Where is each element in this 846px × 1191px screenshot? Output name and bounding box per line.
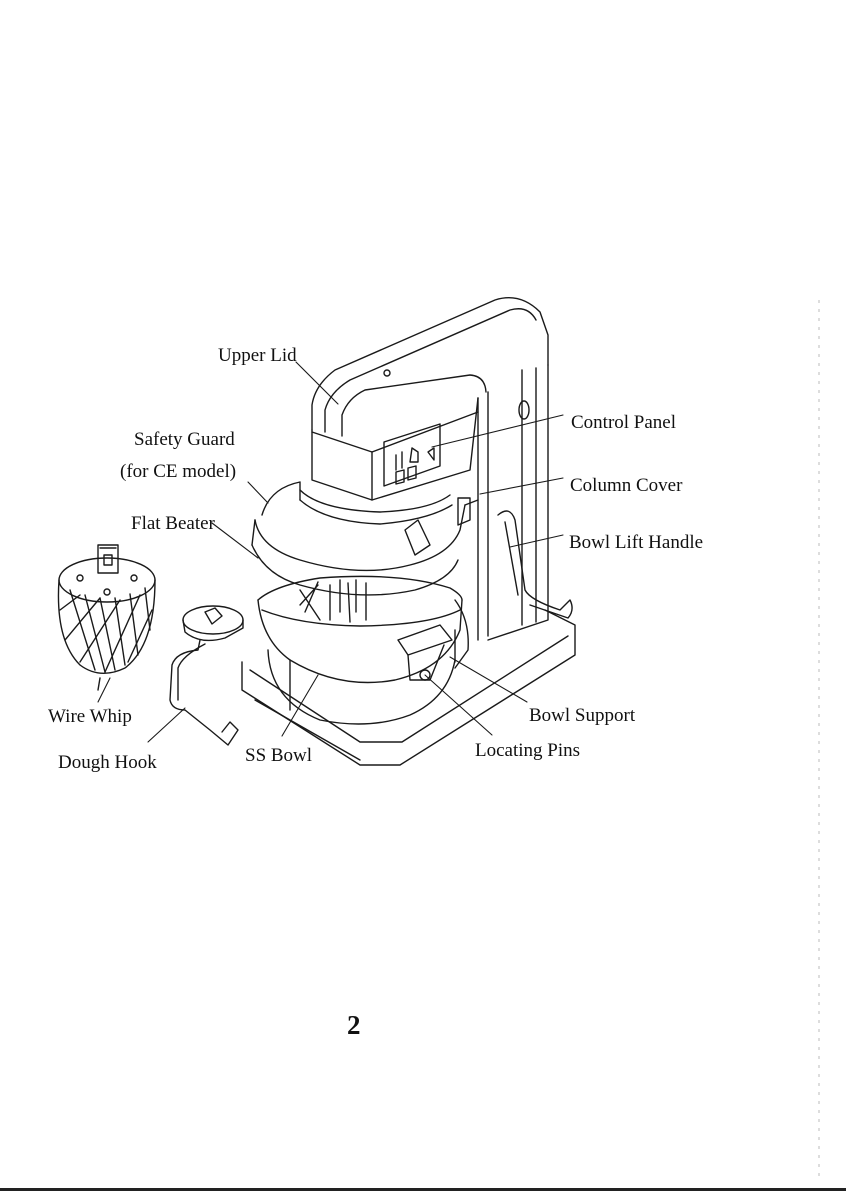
label-ss-bowl: SS Bowl bbox=[245, 745, 312, 767]
dough-hook bbox=[170, 606, 243, 745]
bowl-lift-handle bbox=[498, 511, 572, 618]
label-wire-whip: Wire Whip bbox=[48, 706, 132, 728]
label-bowl-support: Bowl Support bbox=[529, 705, 635, 727]
label-flat-beater: Flat Beater bbox=[131, 513, 215, 535]
ss-bowl bbox=[258, 576, 462, 724]
label-safety-guard-note: (for CE model) bbox=[120, 461, 236, 483]
wire-whip bbox=[58, 545, 155, 690]
bowl-support bbox=[398, 600, 468, 680]
mixer-head bbox=[312, 298, 548, 500]
label-control-panel: Control Panel bbox=[571, 412, 676, 434]
mixer-column bbox=[478, 365, 548, 640]
page-number: 2 bbox=[347, 1010, 361, 1041]
label-bowl-lift-handle: Bowl Lift Handle bbox=[569, 532, 703, 554]
spindle-housing bbox=[300, 490, 452, 524]
label-upper-lid: Upper Lid bbox=[218, 345, 297, 367]
label-locating-pins: Locating Pins bbox=[475, 740, 580, 762]
label-column-cover: Column Cover bbox=[570, 475, 682, 497]
scan-edge-artifact bbox=[818, 300, 820, 1180]
label-safety-guard: Safety Guard bbox=[134, 429, 235, 451]
leader-lines bbox=[98, 362, 563, 742]
label-dough-hook: Dough Hook bbox=[58, 752, 157, 774]
